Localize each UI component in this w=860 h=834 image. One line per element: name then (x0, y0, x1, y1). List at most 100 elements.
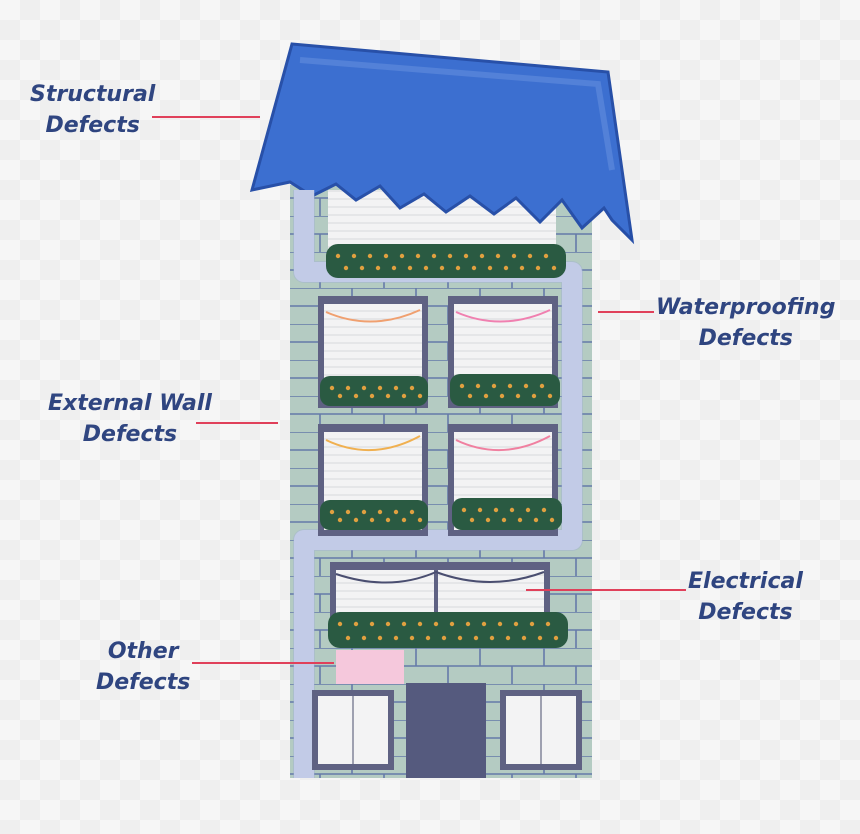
flower-dot (353, 393, 359, 399)
flower-dot (409, 509, 415, 515)
label-other-line2: Defects (96, 670, 191, 695)
flower-dot (359, 265, 365, 271)
flower-dot (353, 517, 359, 523)
flower-dot (529, 621, 535, 627)
flower-dot (369, 517, 375, 523)
flower-dot (399, 253, 405, 259)
flower-dot (343, 265, 349, 271)
flower-dot (467, 393, 473, 399)
flower-dot (487, 265, 493, 271)
flower-dot (393, 635, 399, 641)
string-lights (455, 309, 551, 323)
flower-dot (329, 509, 335, 515)
flower-dot (441, 635, 447, 641)
roof-highlight (299, 57, 615, 171)
flower-dot (417, 621, 423, 627)
flower-dot (385, 621, 391, 627)
label-structural-line1: Structural (30, 82, 156, 107)
label-electrical-line2: Defects (698, 600, 793, 625)
flower-dot (393, 385, 399, 391)
door (406, 683, 486, 778)
flower-dot (503, 265, 509, 271)
flower-dot (465, 621, 471, 627)
flower-dot (401, 517, 407, 523)
flower-dot (537, 635, 543, 641)
flower-dot (471, 265, 477, 271)
flower-dot (345, 509, 351, 515)
flower-dot (393, 509, 399, 515)
flower-dot (461, 507, 467, 513)
flower-dot (523, 383, 529, 389)
flower-dot (479, 253, 485, 259)
flower-dot (383, 253, 389, 259)
flower-dot (539, 383, 545, 389)
string-lights (325, 309, 421, 323)
flower-dot (449, 621, 455, 627)
flower-dot (533, 517, 539, 523)
flower-dot (409, 635, 415, 641)
flower-dot (377, 509, 383, 515)
flower-dot (509, 507, 515, 513)
flower-dot (369, 393, 375, 399)
string-lights (455, 435, 551, 452)
label-external-wall-defects: External Wall Defects (48, 388, 212, 450)
label-waterproofing-line1: Waterproofing (656, 295, 836, 320)
pink-panel (336, 650, 404, 684)
label-electrical-defects: Electrical Defects (688, 566, 803, 628)
flower-dot (367, 253, 373, 259)
planter-flowers (329, 253, 559, 641)
flower-dot (417, 393, 423, 399)
flower-dot (517, 517, 523, 523)
flower-dot (525, 507, 531, 513)
label-external-wall-line2: Defects (82, 422, 178, 447)
flower-dot (361, 509, 367, 515)
string-lights (325, 435, 421, 452)
planter (320, 376, 428, 406)
flower-dot (377, 385, 383, 391)
flower-dot (335, 253, 341, 259)
flower-dot (423, 265, 429, 271)
flower-dot (337, 517, 343, 523)
label-structural-defects: Structural Defects (30, 79, 155, 141)
flower-dot (505, 635, 511, 641)
flower-dot (385, 517, 391, 523)
flower-dot (351, 253, 357, 259)
label-electrical-line1: Electrical (688, 569, 803, 594)
flower-dot (545, 621, 551, 627)
flower-dot (469, 517, 475, 523)
flower-dot (329, 385, 335, 391)
flower-dot (553, 635, 559, 641)
flower-dot (407, 265, 413, 271)
flower-dot (401, 621, 407, 627)
flower-dot (475, 383, 481, 389)
flower-dot (493, 507, 499, 513)
flower-dot (345, 385, 351, 391)
flower-dot (549, 517, 555, 523)
flower-dot (511, 253, 517, 259)
roof (249, 42, 635, 245)
drain-pipe (294, 190, 582, 778)
string-lights (335, 570, 545, 584)
flower-dot (483, 393, 489, 399)
flower-dot (499, 393, 505, 399)
flower-dot (345, 635, 351, 641)
flower-dot (409, 385, 415, 391)
flower-dot (547, 393, 553, 399)
flower-dot (361, 635, 367, 641)
flower-dot (361, 385, 367, 391)
label-other-line1: Other (107, 639, 179, 664)
flower-dot (353, 621, 359, 627)
flower-dot (535, 265, 541, 271)
flower-dot (377, 635, 383, 641)
planter (450, 374, 560, 406)
flower-dot (527, 253, 533, 259)
planter (328, 612, 568, 648)
flower-dot (391, 265, 397, 271)
flower-dot (385, 393, 391, 399)
flower-dot (459, 383, 465, 389)
flower-dot (501, 517, 507, 523)
flower-dot (447, 253, 453, 259)
flower-dot (425, 635, 431, 641)
flower-dot (455, 265, 461, 271)
